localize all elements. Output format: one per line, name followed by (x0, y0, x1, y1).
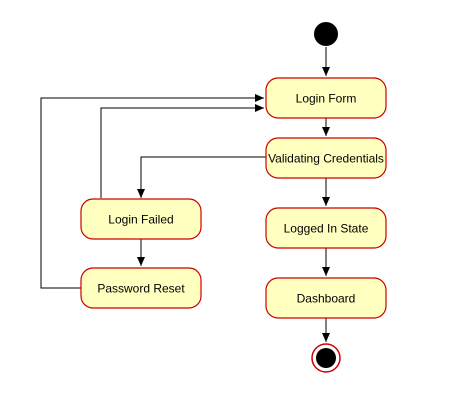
state-logged-in-state[interactable]: Logged In State (265, 207, 387, 249)
edge-password-reset-to-login-form (40, 94, 264, 289)
start-node (314, 22, 338, 46)
state-label: Login Form (296, 92, 357, 106)
edge-login-failed-to-login-form (100, 104, 264, 198)
state-label: Validating Credentials (268, 152, 384, 166)
state-validating-credentials[interactable]: Validating Credentials (265, 137, 387, 179)
state-label: Login Failed (108, 213, 173, 227)
state-label: Password Reset (97, 282, 185, 296)
state-password-reset[interactable]: Password Reset (80, 267, 202, 309)
edges (40, 47, 330, 342)
state-label: Logged In State (284, 222, 369, 236)
end-node (311, 343, 341, 373)
edge-validating-to-login-failed (137, 156, 266, 198)
state-login-form[interactable]: Login Form (265, 77, 387, 119)
state-dashboard[interactable]: Dashboard (265, 277, 387, 319)
state-label: Dashboard (297, 292, 356, 306)
state-login-failed[interactable]: Login Failed (80, 198, 202, 240)
